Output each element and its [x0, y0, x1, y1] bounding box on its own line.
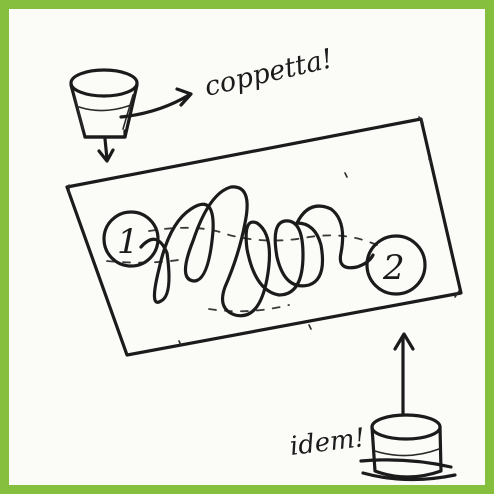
bottom-label-text: idem! — [288, 423, 367, 462]
top-label-text: coppetta! — [202, 43, 336, 103]
top-cup-drawing — [69, 68, 139, 139]
end-marker: 2 — [365, 234, 427, 296]
squiggle-path — [139, 185, 375, 318]
pencil-ticks — [178, 158, 432, 346]
board-outline — [65, 116, 463, 357]
hand-drawn-sketch: coppetta! 1 2 — [65, 43, 463, 482]
bottom-cup-drawing — [359, 413, 457, 482]
top-label-arrow — [119, 87, 193, 119]
end-marker-label: 2 — [382, 248, 405, 288]
start-marker: 1 — [102, 210, 160, 268]
cup-down-arrow — [97, 137, 115, 163]
bottom-up-arrow — [393, 332, 415, 415]
start-marker-label: 1 — [117, 222, 139, 262]
